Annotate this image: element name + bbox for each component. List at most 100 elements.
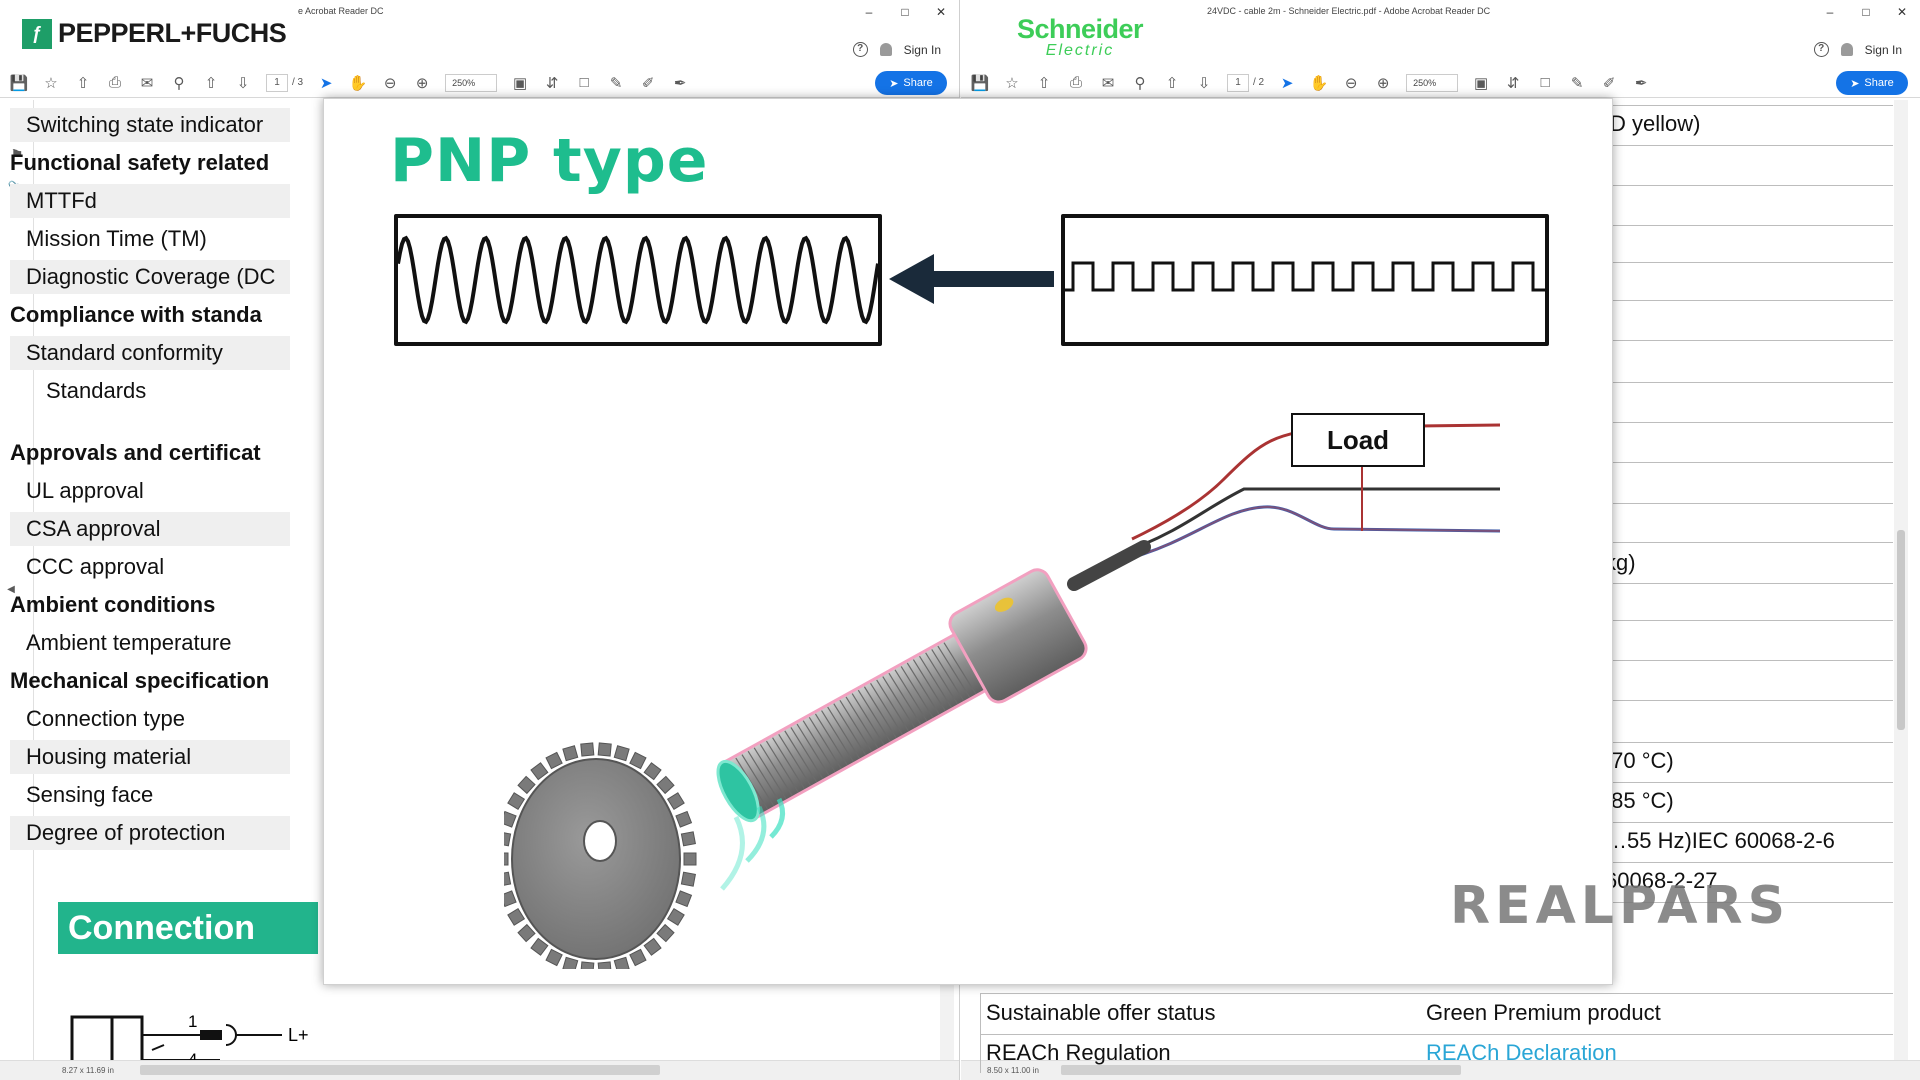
close-icon[interactable]: ✕ <box>935 5 947 19</box>
page-total: / 3 <box>292 77 304 88</box>
left-window-controls: – □ ✕ <box>851 2 959 22</box>
page-up-icon[interactable]: ⇧ <box>204 74 218 92</box>
draw-icon[interactable]: ✐ <box>641 74 655 92</box>
pf-logo-text: PEPPERL+FUCHS <box>58 18 287 48</box>
reach-declaration-link[interactable]: REACh Declaration <box>1426 1040 1617 1065</box>
se-logo-line2: Electric <box>1045 42 1115 59</box>
page-number-input[interactable]: 1 <box>266 73 288 92</box>
right-doc-rule <box>1580 503 1893 504</box>
load-box: Load <box>1291 413 1425 467</box>
zoom-in-icon[interactable]: ⊕ <box>415 74 429 92</box>
right-doc-rule <box>1580 422 1893 423</box>
share-label: Share <box>1864 77 1894 89</box>
right-vertical-scrollbar[interactable] <box>1894 100 1908 1060</box>
right-scroll-thumb[interactable] <box>1897 530 1905 730</box>
upload-icon[interactable]: ⇧ <box>76 74 90 92</box>
right-doc-rule <box>1580 700 1893 701</box>
right-doc-rule <box>1580 105 1893 106</box>
reach-regulation-label: REACh Regulation <box>986 1040 1171 1065</box>
mail-icon[interactable]: ✉ <box>140 74 154 92</box>
notification-bell-icon[interactable] <box>879 43 892 56</box>
fit-page-icon[interactable]: ▣ <box>1474 74 1489 92</box>
maximize-icon[interactable]: □ <box>901 5 909 19</box>
scroll-mode-icon[interactable]: ⇵ <box>545 74 559 92</box>
help-icon[interactable]: ? <box>852 42 868 57</box>
gear-tooth <box>504 871 512 887</box>
select-cursor-icon[interactable]: ➤ <box>1280 74 1294 92</box>
highlight-icon[interactable]: ✎ <box>609 74 623 92</box>
share-button[interactable]: ➤ Share <box>1836 71 1908 95</box>
help-icon[interactable]: ? <box>1813 42 1829 57</box>
save-icon[interactable]: 💾 <box>970 74 990 92</box>
gear-tooth <box>504 890 517 908</box>
share-icon: ➤ <box>1850 77 1860 90</box>
page-number-input[interactable]: 1 <box>1227 73 1249 92</box>
print-icon[interactable]: ⎙ <box>108 74 121 91</box>
search-icon[interactable]: ⚲ <box>1134 74 1146 92</box>
page-size-label: 8.27 x 11.69 in <box>62 1066 114 1075</box>
page-down-icon[interactable]: ⇩ <box>1197 74 1211 92</box>
right-doc-rule <box>1580 583 1893 584</box>
bookmark-icon[interactable]: ⚑ <box>10 147 24 164</box>
select-cursor-icon[interactable]: ➤ <box>319 74 333 92</box>
zoom-out-icon[interactable]: ⊖ <box>383 74 397 92</box>
spec-row-label: Mechanical specification <box>10 668 270 693</box>
notification-bell-icon[interactable] <box>1840 43 1853 56</box>
hand-tool-icon[interactable]: ✋ <box>348 74 368 92</box>
comment-icon[interactable]: □ <box>579 74 589 91</box>
zoom-out-icon[interactable]: ⊖ <box>1344 74 1358 92</box>
page-up-icon[interactable]: ⇧ <box>1165 74 1179 92</box>
comment-icon[interactable]: □ <box>1540 74 1550 91</box>
zoom-level-select[interactable]: 250% <box>445 73 498 92</box>
signal-wave-icon <box>720 815 745 891</box>
left-horizontal-scroll-thumb[interactable] <box>140 1065 660 1075</box>
upload-icon[interactable]: ⇧ <box>1037 74 1051 92</box>
sign-in-link[interactable]: Sign In <box>903 42 941 57</box>
gear-tooth <box>597 742 612 757</box>
collapse-arrow-icon[interactable]: ◀ <box>7 583 15 595</box>
signal-wave-icon <box>745 805 767 863</box>
right-doc-rule <box>1580 660 1893 661</box>
spec-row-label: Functional safety related <box>10 150 270 175</box>
share-button[interactable]: ➤ Share <box>875 71 947 95</box>
gear-tooth <box>643 937 662 956</box>
mail-icon[interactable]: ✉ <box>1101 74 1115 92</box>
hand-tool-icon[interactable]: ✋ <box>1309 74 1329 92</box>
scroll-mode-icon[interactable]: ⇵ <box>1506 74 1520 92</box>
print-icon[interactable]: ⎙ <box>1069 74 1082 91</box>
sign-in-link[interactable]: Sign In <box>1864 42 1902 57</box>
right-account-group: ? Sign In <box>1813 42 1902 57</box>
sign-icon[interactable]: ✒ <box>673 74 687 92</box>
minimize-icon[interactable]: – <box>1826 5 1834 19</box>
page-down-icon[interactable]: ⇩ <box>236 74 250 92</box>
gear-tooth <box>507 907 526 926</box>
save-icon[interactable]: 💾 <box>9 74 29 92</box>
zoom-in-icon[interactable]: ⊕ <box>1376 74 1390 92</box>
wire-blue <box>1133 505 1501 559</box>
star-icon[interactable]: ☆ <box>44 74 58 92</box>
draw-icon[interactable]: ✐ <box>1602 74 1616 92</box>
gear-tooth <box>680 871 696 887</box>
right-fragment-hz: …55 Hz)IEC 60068-2-6 <box>1605 828 1835 853</box>
page-total: / 2 <box>1253 77 1265 88</box>
highlight-icon[interactable]: ✎ <box>1570 74 1584 92</box>
gear-tooth <box>530 937 549 956</box>
gear-tooth <box>666 907 685 926</box>
gear-tooth <box>675 810 693 828</box>
fit-page-icon[interactable]: ▣ <box>513 74 528 92</box>
right-doc-rule <box>1580 382 1893 383</box>
slide-title: PNP type <box>390 126 709 196</box>
sustainable-offer-label: Sustainable offer status <box>986 1000 1216 1025</box>
pin-1-label: 1 <box>188 1012 197 1031</box>
right-horizontal-scroll-thumb[interactable] <box>1061 1065 1461 1075</box>
minimize-icon[interactable]: – <box>865 5 873 19</box>
sign-icon[interactable]: ✒ <box>1634 74 1648 92</box>
star-icon[interactable]: ☆ <box>1005 74 1019 92</box>
analog-signal-box <box>394 214 882 346</box>
zoom-level-select[interactable]: 250% <box>1406 73 1459 92</box>
maximize-icon[interactable]: □ <box>1862 5 1870 19</box>
sensor-scene <box>504 423 1501 969</box>
search-icon[interactable]: ⚲ <box>173 74 185 92</box>
close-icon[interactable]: ✕ <box>1896 5 1908 19</box>
